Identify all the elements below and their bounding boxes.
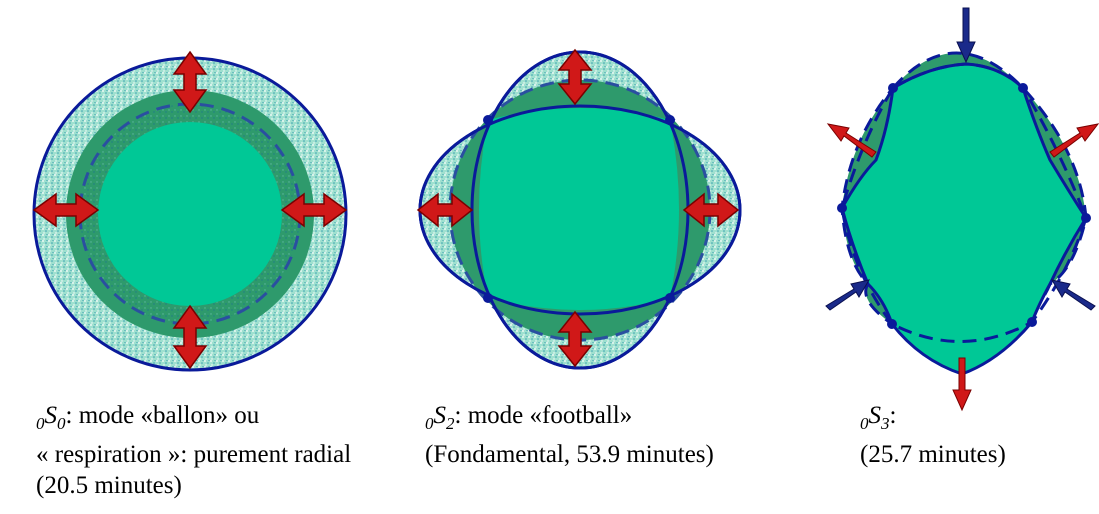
caption-line-1: 0S2: mode «football»	[425, 400, 714, 439]
mode-0s2-figure	[416, 48, 742, 370]
inward-arrow-lower-left	[825, 279, 871, 311]
degree-index: 3	[881, 414, 890, 433]
caption-line-2: (Fondamental, 53.9 minutes)	[425, 441, 714, 468]
node-dot	[665, 115, 675, 125]
overtone-index: 0	[36, 414, 45, 433]
radial-arrow-top	[557, 48, 593, 106]
node-dot	[665, 293, 675, 303]
caption-mode-0s2: 0S2: mode «football» (Fondamental, 53.9 …	[425, 400, 714, 470]
mode-symbol: S	[868, 402, 882, 429]
radial-arrow-left	[32, 192, 100, 228]
radial-arrow-right	[682, 192, 740, 228]
caption-text: :	[889, 402, 897, 429]
node-dot	[887, 319, 897, 329]
outward-arrow-bottom	[952, 357, 972, 412]
caption-line-3: (20.5 minutes)	[36, 472, 182, 499]
node-dot	[837, 203, 847, 213]
radial-arrow-top	[172, 50, 208, 114]
overtone-index: 0	[860, 414, 869, 433]
mode-0s3-figure	[825, 7, 1099, 412]
inner-sphere	[98, 122, 282, 306]
radial-arrow-bottom	[557, 310, 593, 368]
radial-arrow-right	[280, 192, 348, 228]
degree-index: 0	[57, 414, 66, 433]
caption-line-1: 0S3:	[860, 400, 1006, 439]
degree-index: 2	[446, 414, 455, 433]
node-dot	[1018, 83, 1028, 93]
inward-arrow-top	[956, 7, 976, 64]
radial-arrow-bottom	[172, 304, 208, 370]
caption-text: : mode «ballon» ou	[65, 402, 260, 429]
node-dot	[483, 293, 493, 303]
inner-shape	[479, 108, 679, 310]
reference-shape	[840, 62, 1088, 343]
mode-symbol: S	[44, 402, 58, 429]
inward-arrow-lower-right	[1050, 279, 1096, 311]
node-dot	[888, 83, 898, 93]
outward-arrow-upper-right	[1049, 123, 1099, 158]
caption-line-2: « respiration »: purement radial	[36, 441, 352, 468]
caption-text: : mode «football»	[454, 402, 633, 429]
outward-arrow-upper-left	[826, 123, 877, 158]
node-dot	[1027, 317, 1037, 327]
caption-mode-0s0: 0S0: mode «ballon» ou « respiration »: p…	[36, 400, 351, 501]
caption-line-2: (25.7 minutes)	[860, 441, 1006, 468]
radial-arrow-left	[416, 192, 474, 228]
caption-line-1: 0S0: mode «ballon» ou	[36, 400, 351, 439]
caption-mode-0s3: 0S3: (25.7 minutes)	[860, 400, 1006, 470]
node-dot	[483, 115, 493, 125]
overtone-index: 0	[425, 414, 434, 433]
mode-symbol: S	[433, 402, 447, 429]
mode-0s0-figure	[32, 50, 348, 372]
node-dot	[1081, 213, 1091, 223]
